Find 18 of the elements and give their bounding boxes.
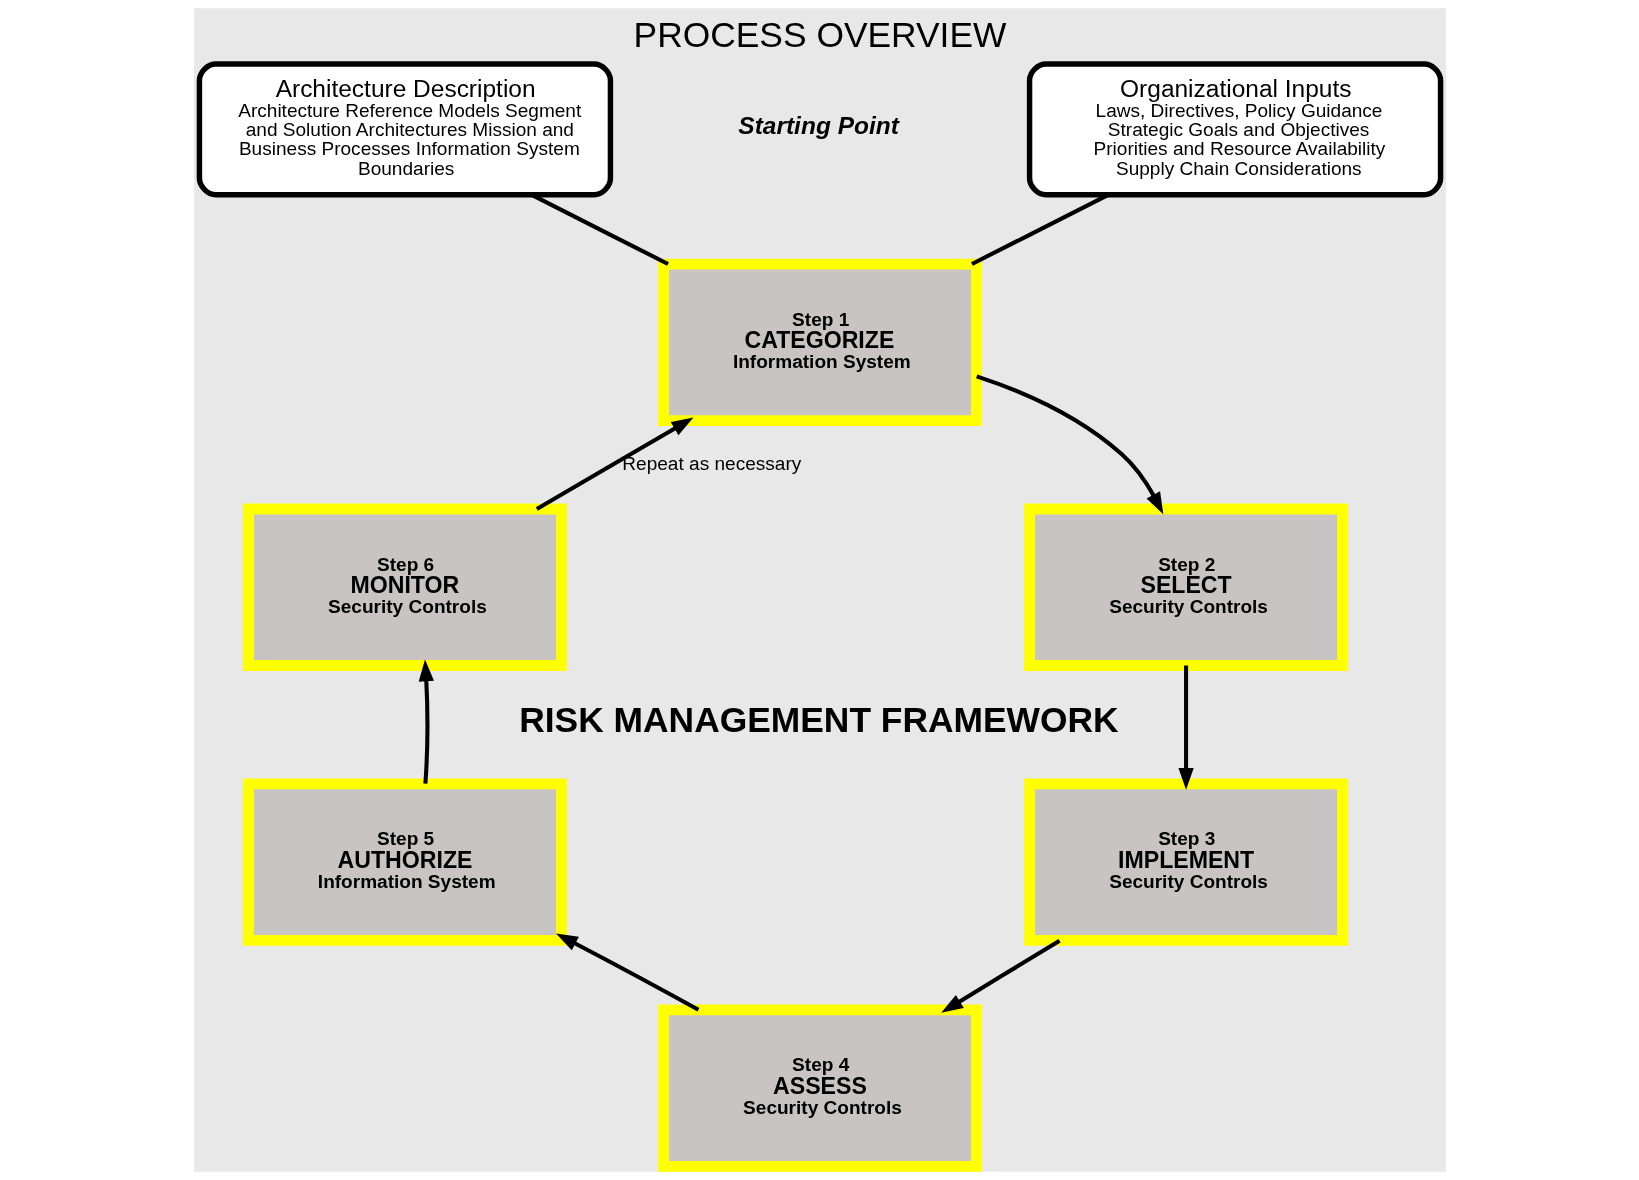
node-box: Step 2 SELECT Security Controls [1023,503,1348,671]
node-box: Step 5 AUTHORIZE Information System [242,778,567,946]
arrow [555,933,699,1012]
edge-label: Repeat as necessary [621,452,801,474]
arrow [535,417,693,511]
node-box: Step 3 IMPLEMENT Security Controls [1023,778,1348,946]
label: RISK MANAGEMENT FRAMEWORK [518,699,1119,739]
node-box: Architecture Description Architecture Reference Models Segment and Solution Architectures Mission and Business Processes Information System Boundaries [196,61,613,198]
arrow [940,938,1061,1013]
arrow [975,374,1163,515]
node-box: Step 1 CATEGORIZE Information System [657,258,982,426]
node-box: Organizational Inputs Laws, Directives, Policy Guidance Strategic Goals and Objectives Priorities and Resource Availability Supply Chain Considerations [1026,61,1443,198]
node-box: Step 4 ASSESS Security Controls [657,1004,982,1172]
node-box: Step 6 MONITOR Security Controls [242,503,567,671]
diagram-title: PROCESS OVERVIEW [633,15,1006,55]
arrow [1177,665,1194,790]
label: Starting Point [737,111,899,139]
arrow [418,659,434,784]
